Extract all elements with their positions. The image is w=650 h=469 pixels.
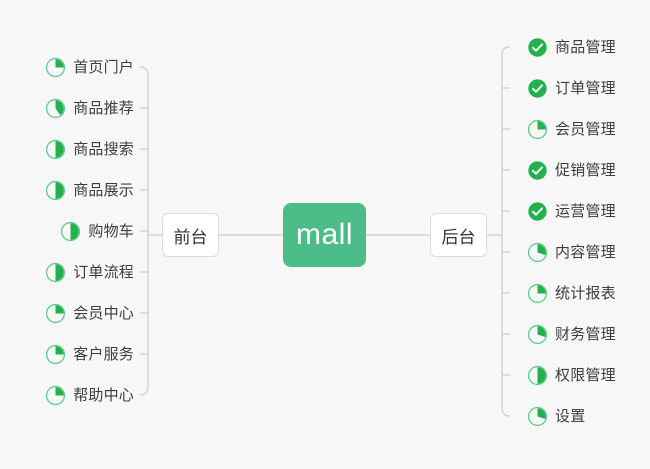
leaf-label: 财务管理 xyxy=(555,325,616,343)
leaf-label: 商品搜索 xyxy=(73,140,134,158)
progress-ring-icon xyxy=(527,365,548,385)
progress-ring-icon xyxy=(46,57,66,77)
progress-ring-icon xyxy=(527,119,548,139)
leaf-node[interactable]: 商品搜索 xyxy=(0,137,134,161)
leaf-node[interactable]: 促销管理 xyxy=(527,158,650,182)
progress-ring-icon xyxy=(527,242,548,262)
progress-ring-icon xyxy=(61,221,81,241)
progress-ring-icon xyxy=(527,406,548,426)
leaf-node[interactable]: 设置 xyxy=(527,404,650,428)
leaf-label: 运营管理 xyxy=(555,202,616,220)
leaf-label: 设置 xyxy=(555,407,586,425)
leaf-label: 商品管理 xyxy=(555,38,616,56)
leaf-label: 客户服务 xyxy=(73,345,134,363)
branch-node-frontend[interactable]: 前台 xyxy=(162,213,219,257)
leaf-node[interactable]: 运营管理 xyxy=(527,199,650,223)
leaf-node[interactable]: 购物车 xyxy=(0,219,134,243)
progress-ring-icon xyxy=(46,180,66,200)
check-circle-icon xyxy=(528,78,547,98)
leaf-node[interactable]: 会员管理 xyxy=(527,117,650,141)
progress-ring-icon xyxy=(46,98,66,118)
leaf-label: 会员管理 xyxy=(555,120,616,138)
leaf-label: 权限管理 xyxy=(555,366,616,384)
leaf-node[interactable]: 财务管理 xyxy=(527,322,650,346)
leaf-label: 订单管理 xyxy=(555,79,616,97)
leaf-label: 统计报表 xyxy=(555,284,616,302)
leaf-label: 促销管理 xyxy=(555,161,616,179)
progress-ring-icon xyxy=(46,385,66,405)
progress-ring-icon xyxy=(527,324,548,344)
progress-ring-icon xyxy=(46,344,66,364)
leaf-node[interactable]: 商品推荐 xyxy=(0,96,134,120)
branch-node-backend[interactable]: 后台 xyxy=(430,213,487,257)
leaf-node[interactable]: 客户服务 xyxy=(0,342,134,366)
leaf-node[interactable]: 内容管理 xyxy=(527,240,650,264)
progress-ring-icon xyxy=(527,283,548,303)
leaf-label: 内容管理 xyxy=(555,243,616,261)
leaf-node[interactable]: 商品展示 xyxy=(0,178,134,202)
leaf-node[interactable]: 首页门户 xyxy=(0,55,134,79)
progress-ring-icon xyxy=(46,262,66,282)
check-circle-icon xyxy=(528,201,547,221)
check-circle-icon xyxy=(528,37,547,57)
leaf-label: 订单流程 xyxy=(73,263,134,281)
leaf-label: 帮助中心 xyxy=(73,386,134,404)
leaf-label: 会员中心 xyxy=(73,304,134,322)
leaf-node[interactable]: 权限管理 xyxy=(527,363,650,387)
progress-ring-icon xyxy=(46,303,66,323)
leaf-node[interactable]: 会员中心 xyxy=(0,301,134,325)
leaf-node[interactable]: 订单流程 xyxy=(0,260,134,284)
leaf-node[interactable]: 商品管理 xyxy=(527,35,650,59)
progress-ring-icon xyxy=(46,139,66,159)
leaf-label: 首页门户 xyxy=(73,58,134,76)
leaf-node[interactable]: 帮助中心 xyxy=(0,383,134,407)
check-circle-icon xyxy=(528,160,547,180)
leaf-label: 购物车 xyxy=(88,222,134,240)
leaf-node[interactable]: 统计报表 xyxy=(527,281,650,305)
root-node[interactable]: mall xyxy=(283,203,366,267)
leaf-label: 商品展示 xyxy=(73,181,134,199)
leaf-node[interactable]: 订单管理 xyxy=(527,76,650,100)
leaf-label: 商品推荐 xyxy=(73,99,134,117)
